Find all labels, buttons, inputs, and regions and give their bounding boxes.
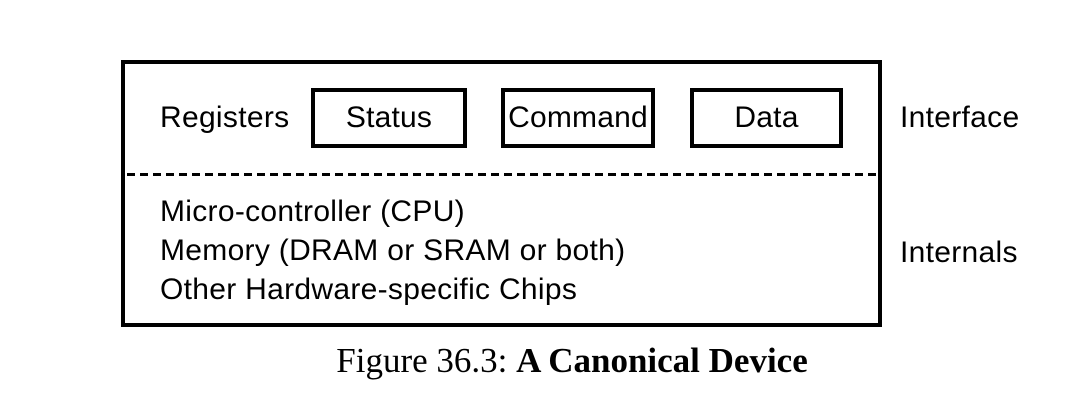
- figure-caption-title: A Canonical Device: [516, 341, 808, 380]
- interface-side-label: Interface: [900, 101, 1020, 134]
- internals-line-memory: Memory (DRAM or SRAM or both): [160, 234, 626, 267]
- internals-text-block: Micro-controller (CPU) Memory (DRAM or S…: [160, 192, 625, 309]
- interface-internals-divider: [127, 173, 876, 176]
- internals-line-microcontroller: Micro-controller (CPU): [160, 195, 465, 228]
- figure-caption: Figure 36.3: A Canonical Device: [336, 341, 808, 381]
- internals-side-label: Internals: [900, 236, 1018, 269]
- figure-caption-number: Figure 36.3:: [336, 341, 508, 380]
- status-register-box: Status: [311, 88, 467, 148]
- data-register-label: Data: [734, 101, 799, 134]
- internals-line-other-chips: Other Hardware-specific Chips: [160, 273, 578, 306]
- device-box: [121, 60, 882, 327]
- command-register-label: Command: [508, 101, 648, 134]
- status-register-label: Status: [345, 101, 433, 134]
- command-register-box: Command: [501, 88, 655, 148]
- registers-label: Registers: [160, 101, 290, 134]
- data-register-box: Data: [690, 88, 843, 148]
